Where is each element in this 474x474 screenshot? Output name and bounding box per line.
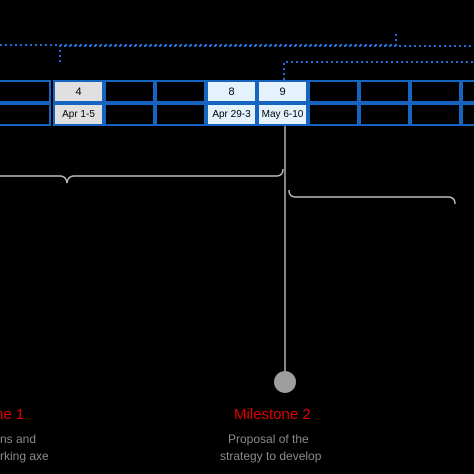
date-cell	[308, 103, 359, 126]
date-cell: May 6-10	[257, 103, 308, 126]
date-cell	[359, 103, 410, 126]
milestone-2-marker	[274, 371, 296, 393]
date-cell: Apr 1-5	[53, 103, 104, 126]
week-cell	[155, 80, 206, 103]
brace-right	[288, 189, 456, 205]
milestone-2-desc-line2: strategy to develop	[220, 449, 322, 463]
week-cell	[410, 80, 461, 103]
week-cell	[461, 80, 474, 103]
dotted-line-2	[59, 45, 474, 62]
milestone-1-desc-line1: ns and	[0, 432, 37, 446]
date-cell	[155, 103, 206, 126]
dotted-line-3	[283, 61, 474, 80]
milestone-2-desc-line1: Proposal of the	[228, 432, 309, 446]
date-cell: Apr 29-3	[206, 103, 257, 126]
milestone-2-title: Milestone 2	[234, 406, 311, 423]
date-cell	[461, 103, 474, 126]
date-cell	[104, 103, 155, 126]
week-cell	[0, 80, 51, 103]
week-cell	[359, 80, 410, 103]
date-cell	[0, 103, 51, 126]
week-cell	[308, 80, 359, 103]
brace-left	[0, 168, 284, 184]
dotted-line-1	[0, 32, 397, 46]
week-cell: 9	[257, 80, 308, 103]
milestone-1-desc-line2: rking axe	[0, 449, 49, 463]
week-cell: 8	[206, 80, 257, 103]
week-cell: 4	[53, 80, 104, 103]
milestone-1-title: ne 1	[0, 406, 25, 423]
date-cell	[410, 103, 461, 126]
week-cell	[104, 80, 155, 103]
